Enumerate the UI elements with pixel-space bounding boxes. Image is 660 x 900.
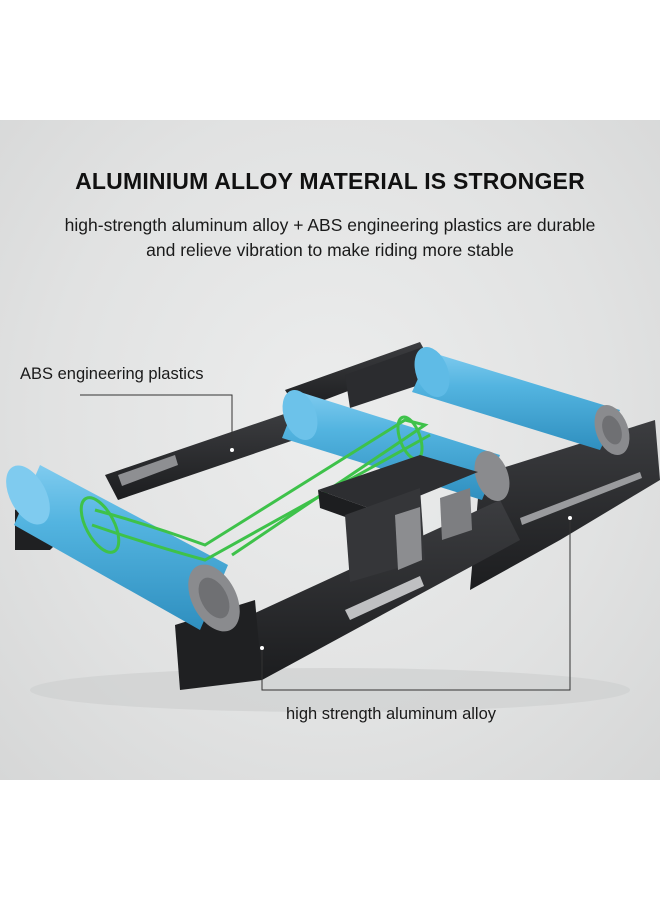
front-frame-slot — [345, 576, 424, 620]
front-frame-bar — [240, 500, 520, 680]
callout-aluminum-alloy: high strength aluminum alloy — [286, 705, 497, 723]
alloy-callout-line — [261, 518, 571, 691]
left-side-rail — [105, 412, 300, 500]
product-image-panel: ALUMINIUM ALLOY MATERIAL IS STRONGER hig… — [0, 120, 660, 780]
front-roller — [6, 465, 240, 632]
callout-abs-plastics: ABS engineering plastics — [20, 365, 204, 383]
headline: ALUMINIUM ALLOY MATERIAL IS STRONGER — [75, 168, 585, 194]
subline-line-1: high-strength aluminum alloy + ABS engin… — [64, 215, 596, 235]
subline-line-2: and relieve vibration to make riding mor… — [146, 240, 514, 260]
abs-callout-line — [80, 394, 233, 450]
subline: high-strength aluminum alloy + ABS engin… — [0, 213, 660, 263]
bike-roller-trainer-illustration — [6, 342, 660, 712]
back-roller — [412, 346, 630, 456]
right-rail-slot — [520, 472, 642, 525]
back-lattice-plate — [345, 348, 428, 408]
grey-strut — [118, 455, 178, 486]
height-adjuster-block — [318, 455, 478, 582]
callout-lines — [80, 394, 572, 691]
